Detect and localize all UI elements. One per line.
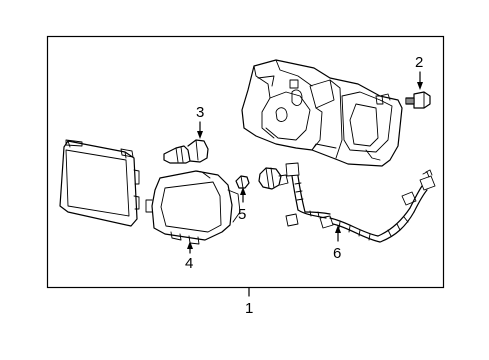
callout-3-group: 3 — [196, 104, 204, 139]
bulb-part — [163, 139, 209, 164]
callout-1-group: 1 — [245, 287, 253, 317]
callout-6: 6 — [333, 245, 341, 262]
fog-lamp-housing — [145, 170, 241, 245]
callout-5: 5 — [238, 206, 246, 223]
callout-3: 3 — [196, 104, 204, 121]
wiring-harness-part — [285, 162, 436, 243]
mounting-bracket-part — [241, 59, 403, 167]
callout-4-group: 4 — [185, 241, 193, 272]
lens-part — [59, 139, 140, 227]
callout-4: 4 — [185, 255, 193, 272]
bolt-part — [405, 91, 431, 109]
socket-part — [258, 167, 289, 190]
callout-1: 1 — [245, 300, 253, 317]
assembly-frame — [46, 35, 445, 289]
small-bulb-part — [235, 175, 250, 189]
callout-5-group: 5 — [238, 187, 246, 223]
callout-2: 2 — [415, 54, 423, 71]
callout-2-group: 2 — [415, 54, 423, 90]
callout-6-group: 6 — [333, 225, 341, 262]
